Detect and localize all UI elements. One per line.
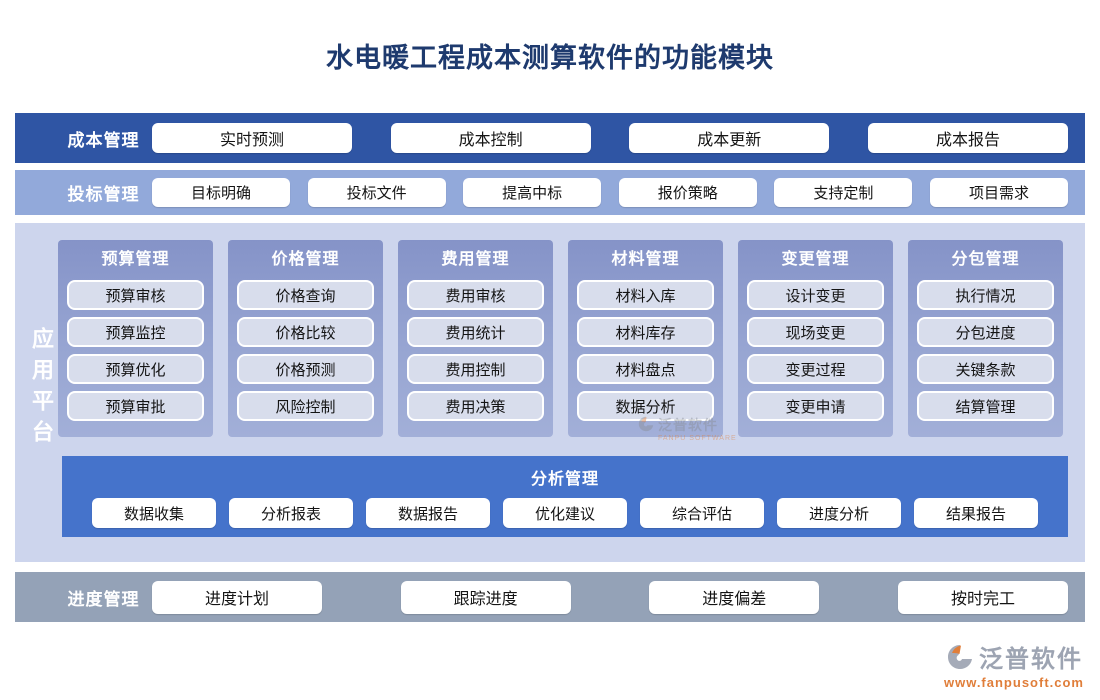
application-platform-label: 应用平台	[29, 327, 54, 451]
material-management-header: 材料管理	[611, 251, 680, 268]
key-terms-item[interactable]: 关键条款	[917, 354, 1054, 384]
expense-statistics-item[interactable]: 费用统计	[407, 317, 544, 347]
analysis-management-header: 分析管理	[530, 471, 599, 488]
custom-support-button[interactable]: 支持定制	[774, 178, 913, 207]
result-report-button[interactable]: 结果报告	[914, 498, 1038, 528]
material-inbound-item[interactable]: 材料入库	[577, 280, 714, 310]
subcontract-management-column: 分包管理 执行情况 分包进度 关键条款 结算管理	[908, 240, 1063, 437]
price-forecast-item[interactable]: 价格预测	[237, 354, 374, 384]
material-management-column: 材料管理 材料入库 材料库存 材料盘点 数据分析	[568, 240, 723, 437]
schedule-management-buttons: 进度计划 跟踪进度 进度偏差 按时完工	[152, 580, 1068, 614]
clear-goal-button[interactable]: 目标明确	[152, 178, 290, 207]
change-management-header: 变更管理	[781, 251, 850, 268]
site-change-item[interactable]: 现场变更	[747, 317, 884, 347]
settlement-management-item[interactable]: 结算管理	[917, 391, 1054, 421]
quote-strategy-button[interactable]: 报价策略	[618, 178, 757, 207]
budget-monitor-item[interactable]: 预算监控	[67, 317, 204, 347]
fanpu-logo-icon	[947, 644, 972, 669]
cost-update-button[interactable]: 成本更新	[629, 123, 830, 153]
bid-document-button[interactable]: 投标文件	[307, 178, 446, 207]
track-progress-button[interactable]: 跟踪进度	[400, 580, 571, 614]
brand-name: 泛普软件	[978, 646, 1083, 673]
price-query-item[interactable]: 价格查询	[237, 280, 374, 310]
analysis-buttons: 数据收集 分析报表 数据报告 优化建议 综合评估 进度分析 结果报告	[62, 498, 1068, 528]
application-platform-panel: 应用平台 预算管理 预算审核 预算监控 预算优化 预算审批 价格管理 价格查询 …	[15, 223, 1085, 562]
budget-optimize-item[interactable]: 预算优化	[67, 354, 204, 384]
expense-review-item[interactable]: 费用审核	[407, 280, 544, 310]
budget-approve-item[interactable]: 预算审批	[67, 391, 204, 421]
schedule-management-bar: 进度管理 进度计划 跟踪进度 进度偏差 按时完工	[15, 572, 1085, 622]
design-change-item[interactable]: 设计变更	[747, 280, 884, 310]
schedule-deviation-button[interactable]: 进度偏差	[649, 580, 820, 614]
expense-decision-item[interactable]: 费用决策	[407, 391, 544, 421]
bid-management-label: 投标管理	[67, 185, 140, 204]
on-time-completion-button[interactable]: 按时完工	[897, 580, 1068, 614]
module-columns: 预算管理 预算审核 预算监控 预算优化 预算审批 价格管理 价格查询 价格比较 …	[58, 240, 1063, 437]
price-management-column: 价格管理 价格查询 价格比较 价格预测 风险控制	[228, 240, 383, 437]
bid-management-bar: 投标管理 目标明确 投标文件 提高中标 报价策略 支持定制 项目需求	[15, 170, 1085, 215]
schedule-plan-button[interactable]: 进度计划	[152, 580, 322, 614]
project-demand-button[interactable]: 项目需求	[929, 178, 1068, 207]
progress-analysis-button[interactable]: 进度分析	[777, 498, 901, 528]
execution-status-item[interactable]: 执行情况	[917, 280, 1054, 310]
budget-review-item[interactable]: 预算审核	[67, 280, 204, 310]
risk-control-item[interactable]: 风险控制	[237, 391, 374, 421]
data-collection-button[interactable]: 数据收集	[92, 498, 216, 528]
cost-control-button[interactable]: 成本控制	[390, 123, 591, 153]
price-management-header: 价格管理	[271, 251, 340, 268]
budget-management-header: 预算管理	[101, 251, 170, 268]
data-analysis-item[interactable]: 数据分析	[577, 391, 714, 421]
optimization-advice-button[interactable]: 优化建议	[503, 498, 627, 528]
material-inventory-item[interactable]: 材料库存	[577, 317, 714, 347]
change-request-item[interactable]: 变更申请	[747, 391, 884, 421]
bid-management-buttons: 目标明确 投标文件 提高中标 报价策略 支持定制 项目需求	[152, 178, 1068, 207]
expense-management-column: 费用管理 费用审核 费用统计 费用控制 费用决策	[398, 240, 553, 437]
budget-management-column: 预算管理 预算审核 预算监控 预算优化 预算审批	[58, 240, 213, 437]
cost-report-button[interactable]: 成本报告	[867, 123, 1068, 153]
material-stocktake-item[interactable]: 材料盘点	[577, 354, 714, 384]
realtime-forecast-button[interactable]: 实时预测	[152, 123, 352, 153]
price-compare-item[interactable]: 价格比较	[237, 317, 374, 347]
cost-management-buttons: 实时预测 成本控制 成本更新 成本报告	[152, 123, 1068, 153]
page-title: 水电暖工程成本测算软件的功能模块	[326, 43, 774, 73]
expense-control-item[interactable]: 费用控制	[407, 354, 544, 384]
analysis-management-panel: 分析管理 数据收集 分析报表 数据报告 优化建议 综合评估 进度分析 结果报告	[62, 456, 1068, 537]
change-process-item[interactable]: 变更过程	[747, 354, 884, 384]
fanpu-logo: 泛普软件 www.fanpusoft.com	[944, 639, 1084, 690]
brand-url: www.fanpusoft.com	[943, 675, 1084, 690]
cost-management-bar: 成本管理 实时预测 成本控制 成本更新 成本报告	[15, 113, 1085, 163]
improve-win-rate-button[interactable]: 提高中标	[463, 178, 602, 207]
data-report-button[interactable]: 数据报告	[366, 498, 490, 528]
cost-management-label: 成本管理	[67, 130, 140, 150]
subcontract-management-header: 分包管理	[951, 251, 1020, 268]
expense-management-header: 费用管理	[441, 251, 510, 268]
comprehensive-evaluation-button[interactable]: 综合评估	[640, 498, 764, 528]
change-management-column: 变更管理 设计变更 现场变更 变更过程 变更申请	[738, 240, 893, 437]
subcontract-progress-item[interactable]: 分包进度	[917, 317, 1054, 347]
analysis-report-form-button[interactable]: 分析报表	[229, 498, 353, 528]
schedule-management-label: 进度管理	[67, 589, 140, 609]
